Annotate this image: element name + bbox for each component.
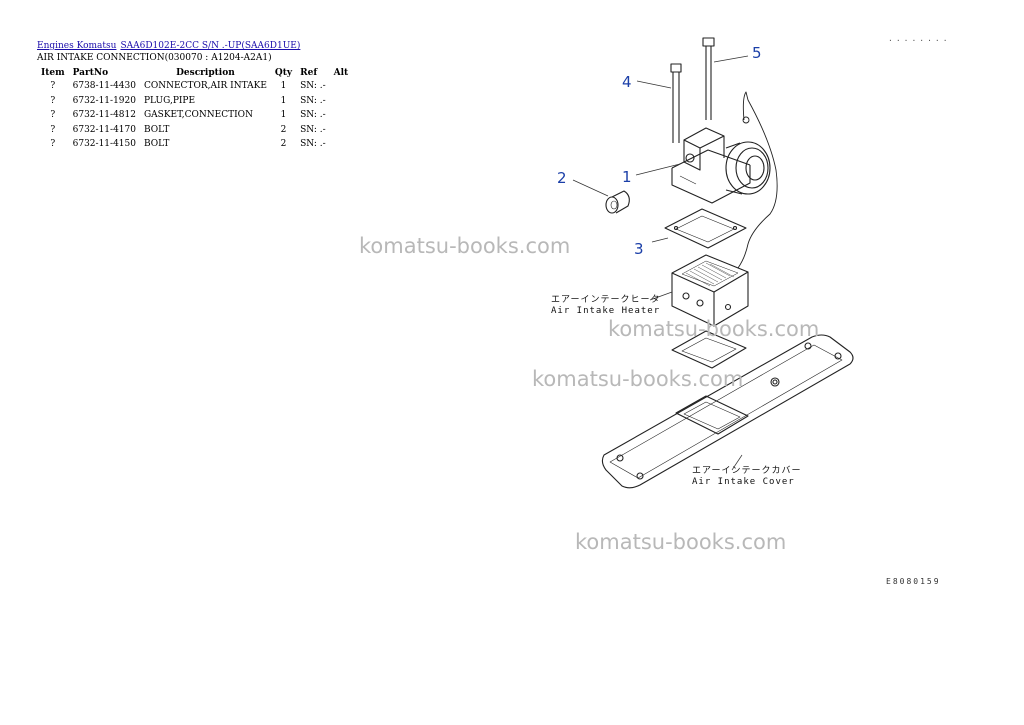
cover-label-en: Air Intake Cover bbox=[692, 477, 795, 487]
cell-ref: SN: .- bbox=[300, 139, 326, 150]
breadcrumb-link-engines[interactable]: Engines Komatsu bbox=[37, 41, 117, 51]
callout-5: 5 bbox=[752, 44, 762, 62]
upper-gasket-shape bbox=[664, 208, 747, 249]
cell-description: BOLT bbox=[143, 139, 170, 150]
cell-ref: SN: .- bbox=[300, 124, 326, 135]
heater-label-en: Air Intake Heater bbox=[551, 306, 661, 316]
table-row: ? 6732-11-4170 BOLT 2 SN: .- bbox=[37, 123, 352, 138]
bolt-4-shape bbox=[670, 63, 682, 143]
cell-description: PLUG,PIPE bbox=[143, 95, 196, 106]
cell-item: ? bbox=[50, 95, 56, 106]
cell-partno: 6738-11-4430 bbox=[72, 81, 136, 92]
heater-label-jp: エアーインテークヒータ bbox=[551, 295, 661, 305]
callout-4: 4 bbox=[622, 73, 632, 91]
page-title: AIR INTAKE CONNECTION(030070 : A1204-A2A… bbox=[37, 53, 272, 63]
cell-ref: SN: .- bbox=[300, 81, 326, 92]
cell-qty: 2 bbox=[280, 139, 287, 150]
cell-qty: 1 bbox=[280, 81, 287, 92]
col-qty: Qty bbox=[274, 67, 293, 78]
cell-description: BOLT bbox=[143, 124, 170, 135]
watermark: komatsu-books.com bbox=[359, 234, 571, 258]
cell-partno: 6732-11-4812 bbox=[72, 110, 136, 121]
cell-item: ? bbox=[50, 81, 56, 92]
cover-label: エアーインテークカバー Air Intake Cover bbox=[692, 466, 801, 488]
cell-ref: SN: .- bbox=[300, 110, 326, 121]
cell-item: ? bbox=[50, 139, 56, 150]
breadcrumb-link-model[interactable]: SAA6D102E-2CC S/N .-UP(SAA6D1UE) bbox=[120, 41, 301, 51]
col-alt: Alt bbox=[333, 67, 349, 78]
col-partno: PartNo bbox=[72, 67, 109, 78]
col-ref: Ref bbox=[300, 67, 318, 78]
watermark: komatsu-books.com bbox=[532, 367, 744, 391]
cover-label-jp: エアーインテークカバー bbox=[692, 466, 802, 476]
heater-wire-shape bbox=[737, 91, 778, 269]
watermark: komatsu-books.com bbox=[608, 317, 820, 341]
table-row: ? 6738-11-4430 CONNECTOR,AIR INTAKE 1 SN… bbox=[37, 79, 352, 94]
cell-description: CONNECTOR,AIR INTAKE bbox=[143, 81, 267, 92]
cell-description: GASKET,CONNECTION bbox=[143, 110, 253, 121]
callout-3: 3 bbox=[634, 240, 644, 258]
cell-partno: 6732-11-4150 bbox=[72, 139, 136, 150]
lower-gasket-shape bbox=[671, 330, 747, 369]
cell-ref: SN: .- bbox=[300, 95, 326, 106]
cell-qty: 2 bbox=[280, 124, 287, 135]
cell-qty: 1 bbox=[280, 110, 287, 121]
cell-partno: 6732-11-1920 bbox=[72, 95, 136, 106]
table-header-row: Item PartNo Description Qty Ref Alt bbox=[37, 66, 352, 79]
table-row: ? 6732-11-4150 BOLT 2 SN: .- bbox=[37, 137, 352, 152]
air-intake-heater-shape bbox=[671, 254, 749, 327]
table-row: ? 6732-11-1920 PLUG,PIPE 1 SN: .- bbox=[37, 94, 352, 109]
col-description: Description bbox=[176, 67, 235, 78]
cell-item: ? bbox=[50, 110, 56, 121]
figure-code: E8080159 bbox=[886, 577, 941, 586]
table-row: ? 6732-11-4812 GASKET,CONNECTION 1 SN: .… bbox=[37, 108, 352, 123]
watermark: komatsu-books.com bbox=[575, 530, 787, 554]
air-intake-cover-shape bbox=[601, 334, 854, 489]
bolt-5-shape bbox=[702, 37, 715, 120]
callout-2: 2 bbox=[557, 169, 567, 187]
col-item: Item bbox=[41, 67, 65, 78]
air-intake-connector-shape bbox=[671, 127, 771, 204]
cell-partno: 6732-11-4170 bbox=[72, 124, 136, 135]
callout-1: 1 bbox=[622, 168, 632, 186]
parts-table: Item PartNo Description Qty Ref Alt ? 67… bbox=[37, 66, 352, 152]
cell-qty: 1 bbox=[280, 95, 287, 106]
corner-mark: ........ bbox=[888, 34, 951, 43]
heater-label: エアーインテークヒータ Air Intake Heater bbox=[551, 295, 660, 317]
pipe-plug-shape bbox=[605, 190, 630, 214]
cell-item: ? bbox=[50, 124, 56, 135]
